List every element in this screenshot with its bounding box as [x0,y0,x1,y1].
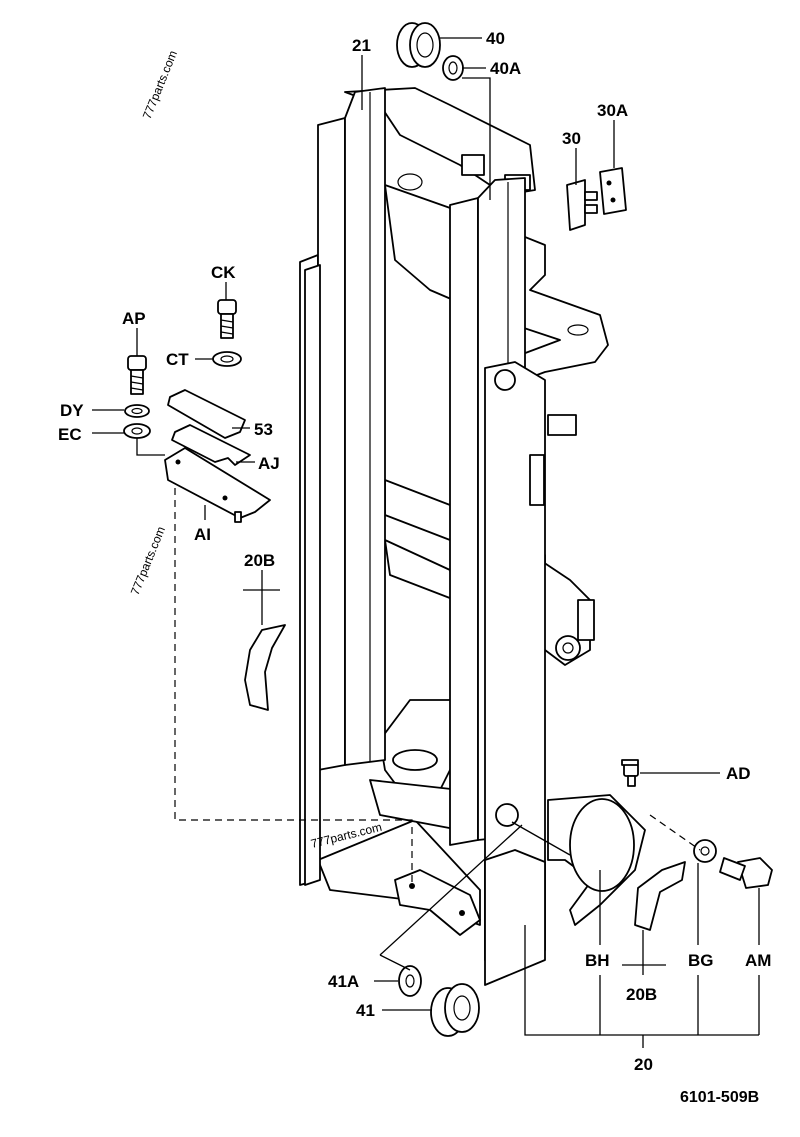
label-CT: CT [166,350,189,369]
top-roller-boss [397,173,423,191]
label-41A: 41A [328,972,359,991]
grease-nipple-AD [621,759,639,787]
washer-DY [124,404,150,418]
label-AD: AD [726,764,751,783]
side-bracket [547,414,577,436]
outer-mast-left-rail [304,264,321,886]
plate-AI-hole [222,495,228,501]
washer-40A [442,55,464,81]
watermark: 777parts.com [128,524,168,597]
washer-BG [693,839,717,863]
liner-20B-top [244,624,286,711]
bearing-41 [430,983,480,1037]
mast-roller [495,803,519,827]
label-DY: DY [60,401,84,420]
tilt-pin [555,635,581,661]
inner-mast-left-rail [317,117,346,771]
label-CK: CK [211,263,236,282]
inner-mast-right-rail [449,197,479,846]
label-BG: BG [688,951,714,970]
label-40A: 40A [490,59,521,78]
label-30A: 30A [597,101,628,120]
outer-mast-right-rail-lower [484,849,546,986]
tilt-pad [577,599,595,641]
carriage-roller [494,369,516,391]
washer-EC-hole [131,427,143,435]
shim-AJ [171,424,251,466]
carriage-hole [567,324,589,336]
label-AP: AP [122,309,146,328]
bottom-bracket-hole [459,910,465,916]
label-AJ: AJ [258,454,280,473]
plate-AI [164,447,271,519]
side-slot [529,454,545,506]
bracket-bore [569,798,635,892]
bolt-AM [719,857,773,889]
lift-cylinder-seat [392,749,438,771]
bearing-40 [396,22,441,68]
washer-BG-hole [700,846,710,856]
liner-20B-bottom [634,861,686,931]
washer-41A [398,965,422,997]
label-EC: EC [58,425,82,444]
plate-AI-hole [175,459,181,465]
label-53: 53 [254,420,273,439]
label-BH: BH [585,951,610,970]
washer-41A-hole [405,974,415,988]
label-20: 20 [634,1055,653,1074]
watermark: 777parts.com [140,48,180,121]
plate-AI-pin [234,511,242,523]
label-20B-top: 20B [244,551,275,570]
tilt-pin-hole [562,642,574,654]
washer-CT [212,351,242,367]
label-21: 21 [352,36,371,55]
label-AI: AI [194,525,211,544]
lower-crossmember [384,539,456,601]
plate-53 [167,389,246,439]
washer-DY-hole [131,407,143,415]
label-20B-bottom: 20B [626,985,657,1004]
pad-30 [566,179,598,231]
figure-number: 6101-509B [680,1089,759,1106]
leader-lines [92,37,760,1048]
chain-anchor-block [461,154,485,176]
plate-30A [599,167,627,215]
label-AM: AM [745,951,771,970]
label-40: 40 [486,29,505,48]
washer-EC [123,423,151,439]
mast-assembly [299,87,646,986]
bolt-AP [127,355,147,395]
label-41: 41 [356,1001,375,1020]
inner-mast-left-rail-face [344,87,386,766]
label-30: 30 [562,129,581,148]
bottom-bracket-hole [409,883,415,889]
washer-CT-hole [220,355,234,363]
bolt-CK [217,299,237,339]
